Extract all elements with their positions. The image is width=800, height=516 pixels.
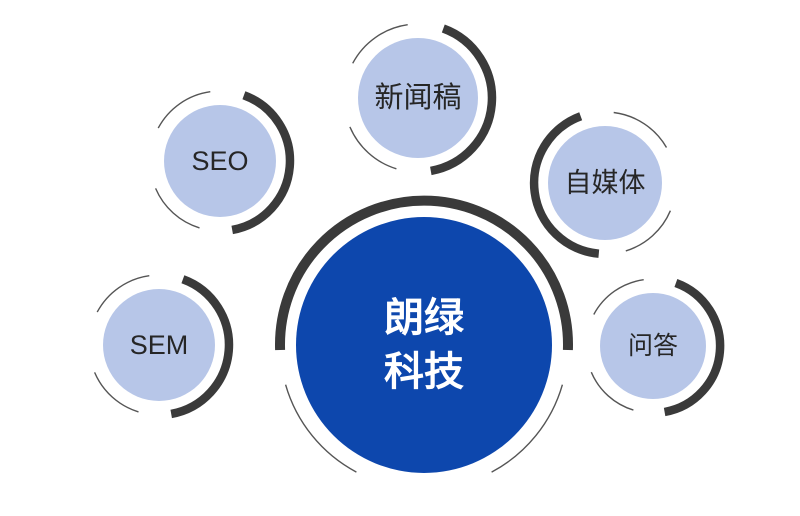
seo-node: SEO: [154, 91, 295, 235]
self-media-thin-arc: [625, 210, 672, 252]
sem-circle: [103, 289, 215, 401]
self-media-label: 自媒体: [565, 168, 646, 198]
langlv-keji-thick-arc: [275, 195, 573, 351]
seo-thick-arc: [231, 91, 295, 235]
qa-thin-arc: [590, 371, 634, 411]
sem-thin-arc: [96, 275, 150, 313]
press-release-thin-arc: [349, 126, 397, 170]
self-media-circle: [548, 126, 662, 240]
sem-thin-arc: [93, 372, 139, 413]
self-media-thick-arc: [529, 112, 600, 258]
sem-node: SEM: [93, 275, 234, 419]
langlv-keji-label-line2: 科技: [384, 350, 464, 394]
langlv-keji-thin-arc: [284, 384, 357, 473]
press-release-node: 新闻稿: [349, 24, 497, 176]
langlv-keji-circle: [296, 217, 552, 473]
self-media-node: 自媒体: [529, 111, 672, 258]
self-media-thin-arc: [613, 111, 668, 148]
press-release-thick-arc: [430, 24, 497, 176]
qa-thick-arc: [663, 279, 725, 417]
press-release-label: 新闻稿: [374, 81, 461, 114]
seo-circle: [164, 105, 276, 217]
qa-thin-arc: [593, 279, 644, 315]
seo-thin-arc: [157, 91, 211, 129]
press-release-circle: [358, 38, 478, 158]
sem-label: SEM: [130, 330, 189, 360]
seo-label: SEO: [191, 146, 248, 176]
sem-thick-arc: [170, 275, 234, 419]
qa-circle: [600, 293, 706, 399]
langlv-keji-label-line1: 朗绿: [384, 296, 465, 340]
seo-thin-arc: [154, 188, 200, 229]
langlv-keji-thin-arc: [491, 384, 564, 473]
press-release-thin-arc: [352, 24, 408, 64]
qa-node: 问答: [590, 279, 725, 417]
qa-label: 问答: [628, 332, 678, 360]
